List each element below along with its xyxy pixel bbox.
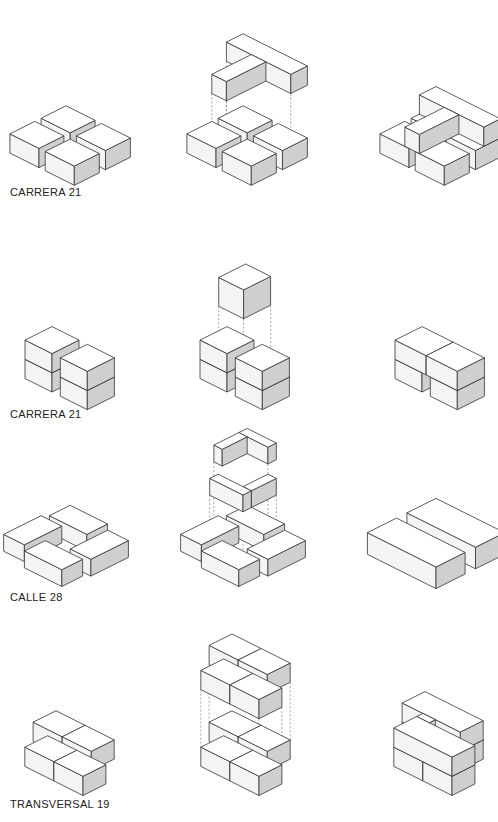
block-face-top: [210, 474, 252, 495]
projection-line: [270, 305, 271, 348]
street-label: TRANSVERSAL 19: [10, 798, 110, 811]
projection-line: [200, 690, 201, 748]
block-face-top: [70, 530, 128, 559]
block-face-top: [219, 264, 271, 290]
block-face-top: [45, 139, 99, 166]
block-face-top: [394, 717, 475, 758]
block-face-top: [181, 516, 239, 545]
projection-line: [290, 682, 291, 740]
block-face-top: [405, 107, 459, 134]
block-face-top: [243, 474, 276, 491]
block-face-top: [426, 342, 484, 371]
block-face-top: [60, 344, 114, 371]
block-face-top: [187, 121, 241, 148]
block-face-top: [230, 750, 282, 776]
block-face-top: [367, 518, 465, 567]
street-label: CARRERA 21: [10, 408, 81, 421]
block-face-top: [230, 674, 282, 700]
block-face-top: [214, 433, 247, 450]
block-face-top: [247, 530, 305, 559]
block-face-top: [222, 139, 276, 166]
block-face-top: [54, 750, 106, 776]
street-label: CALLE 28: [10, 591, 63, 604]
block-face-top: [201, 541, 259, 570]
block-face-top: [24, 541, 82, 570]
block-face-top: [235, 344, 289, 371]
block-face-top: [212, 55, 266, 82]
street-label: CARRERA 21: [10, 186, 81, 199]
block-face-top: [4, 516, 62, 545]
block-face-top: [25, 327, 79, 354]
block-face-top: [10, 121, 64, 148]
block-face-top: [200, 327, 254, 354]
